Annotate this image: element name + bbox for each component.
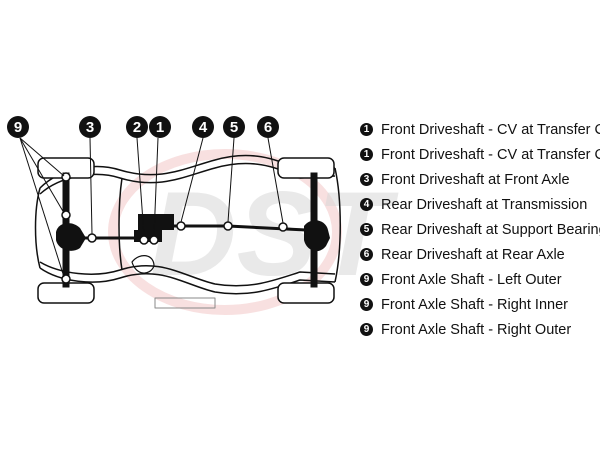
rear-differential [304,220,330,252]
legend-label: Front Driveshaft at Front Axle [381,171,570,188]
legend-number-badge: 9 [360,273,373,286]
joint-rear-driveshaft-support-bearing [223,221,233,231]
legend-item: 1 Front Driveshaft - CV at Transfer Case [360,117,600,142]
legend-number-badge: 9 [360,298,373,311]
legend-label: Front Driveshaft - CV at Transfer Case [381,146,600,163]
joint-markers [61,172,288,284]
frame-rail-bottom [39,267,336,295]
rear-driveshaft-rear-section [227,224,307,232]
callout-6: 6 [257,116,279,138]
legend-label: Front Axle Shaft - Right Inner [381,296,568,313]
callout-2-number: 2 [133,119,141,136]
wheel-rear-left [277,157,335,179]
legend-label: Front Axle Shaft - Left Outer [381,271,562,288]
joint-front-axle-right-outer [61,274,71,284]
legend-item: 4 Rear Driveshaft at Transmission [360,192,598,217]
frame-rail-bottom-inner [39,261,336,287]
callout-1: 1 [149,116,171,138]
legend-number-badge: 3 [360,173,373,186]
callout-5: 5 [223,116,245,138]
callout-4: 4 [192,116,214,138]
legend-number-badge: 4 [360,198,373,211]
legend-number-badge: 9 [360,323,373,336]
callout-5-number: 5 [230,119,238,136]
joint-front-axle-left-outer [61,172,71,182]
legend: 1 Front Driveshaft - CV at Transfer Case… [360,117,600,342]
legend-number-badge: 1 [360,123,373,136]
joint-rear-driveshaft-rear-axle [278,222,288,232]
legend-item: 6 Rear Driveshaft at Rear Axle [360,242,598,267]
legend-item: 5 Rear Driveshaft at Support Bearing [360,217,600,242]
legend-label: Rear Driveshaft at Rear Axle [381,246,565,263]
legend-label: Front Axle Shaft - Right Outer [381,321,572,338]
legend-number-badge: 1 [360,148,373,161]
joint-transfer-case-cv-2 [149,235,159,245]
frame-mid-crossmember [118,177,123,271]
legend-number-badge: 6 [360,248,373,261]
skid-plate-outline [154,297,216,309]
legend-item: 3 Front Driveshaft at Front Axle [360,167,598,192]
legend-label: Front Driveshaft - CV at Transfer Case [381,121,600,138]
wheels [37,157,335,304]
transmission-case [138,214,174,230]
callout-3-number: 3 [86,119,94,136]
dst-watermark-logo: DST [108,149,399,315]
callout-3: 3 [79,116,101,138]
frame-rear-end [334,167,341,283]
wheel-rear-right [277,282,335,304]
legend-item: 9 Front Axle Shaft - Right Outer [360,317,598,342]
joint-transfer-case-cv-1 [139,235,149,245]
legend-number-badge: 5 [360,223,373,236]
callout-1-number: 1 [156,119,164,136]
callout-4-number: 4 [199,119,208,136]
joint-front-driveshaft-front-axle [87,233,97,243]
legend-item: 9 Front Axle Shaft - Left Outer [360,267,598,292]
callout-2: 2 [126,116,148,138]
callout-6-number: 6 [264,119,272,136]
front-differential [56,223,86,251]
joint-front-axle-right-inner [61,210,71,220]
callout-9: 9 [7,116,29,138]
legend-label: Rear Driveshaft at Support Bearing [381,221,600,238]
steering-box [131,255,155,274]
callout-9-number: 9 [14,119,22,136]
watermark-text: DST [150,167,399,301]
joint-rear-driveshaft-transmission [176,221,186,231]
legend-item: 9 Front Axle Shaft - Right Inner [360,292,598,317]
leader-lines [19,137,284,278]
legend-label: Rear Driveshaft at Transmission [381,196,588,213]
legend-item: 1 Front Driveshaft - CV at Transfer Case [360,142,600,167]
